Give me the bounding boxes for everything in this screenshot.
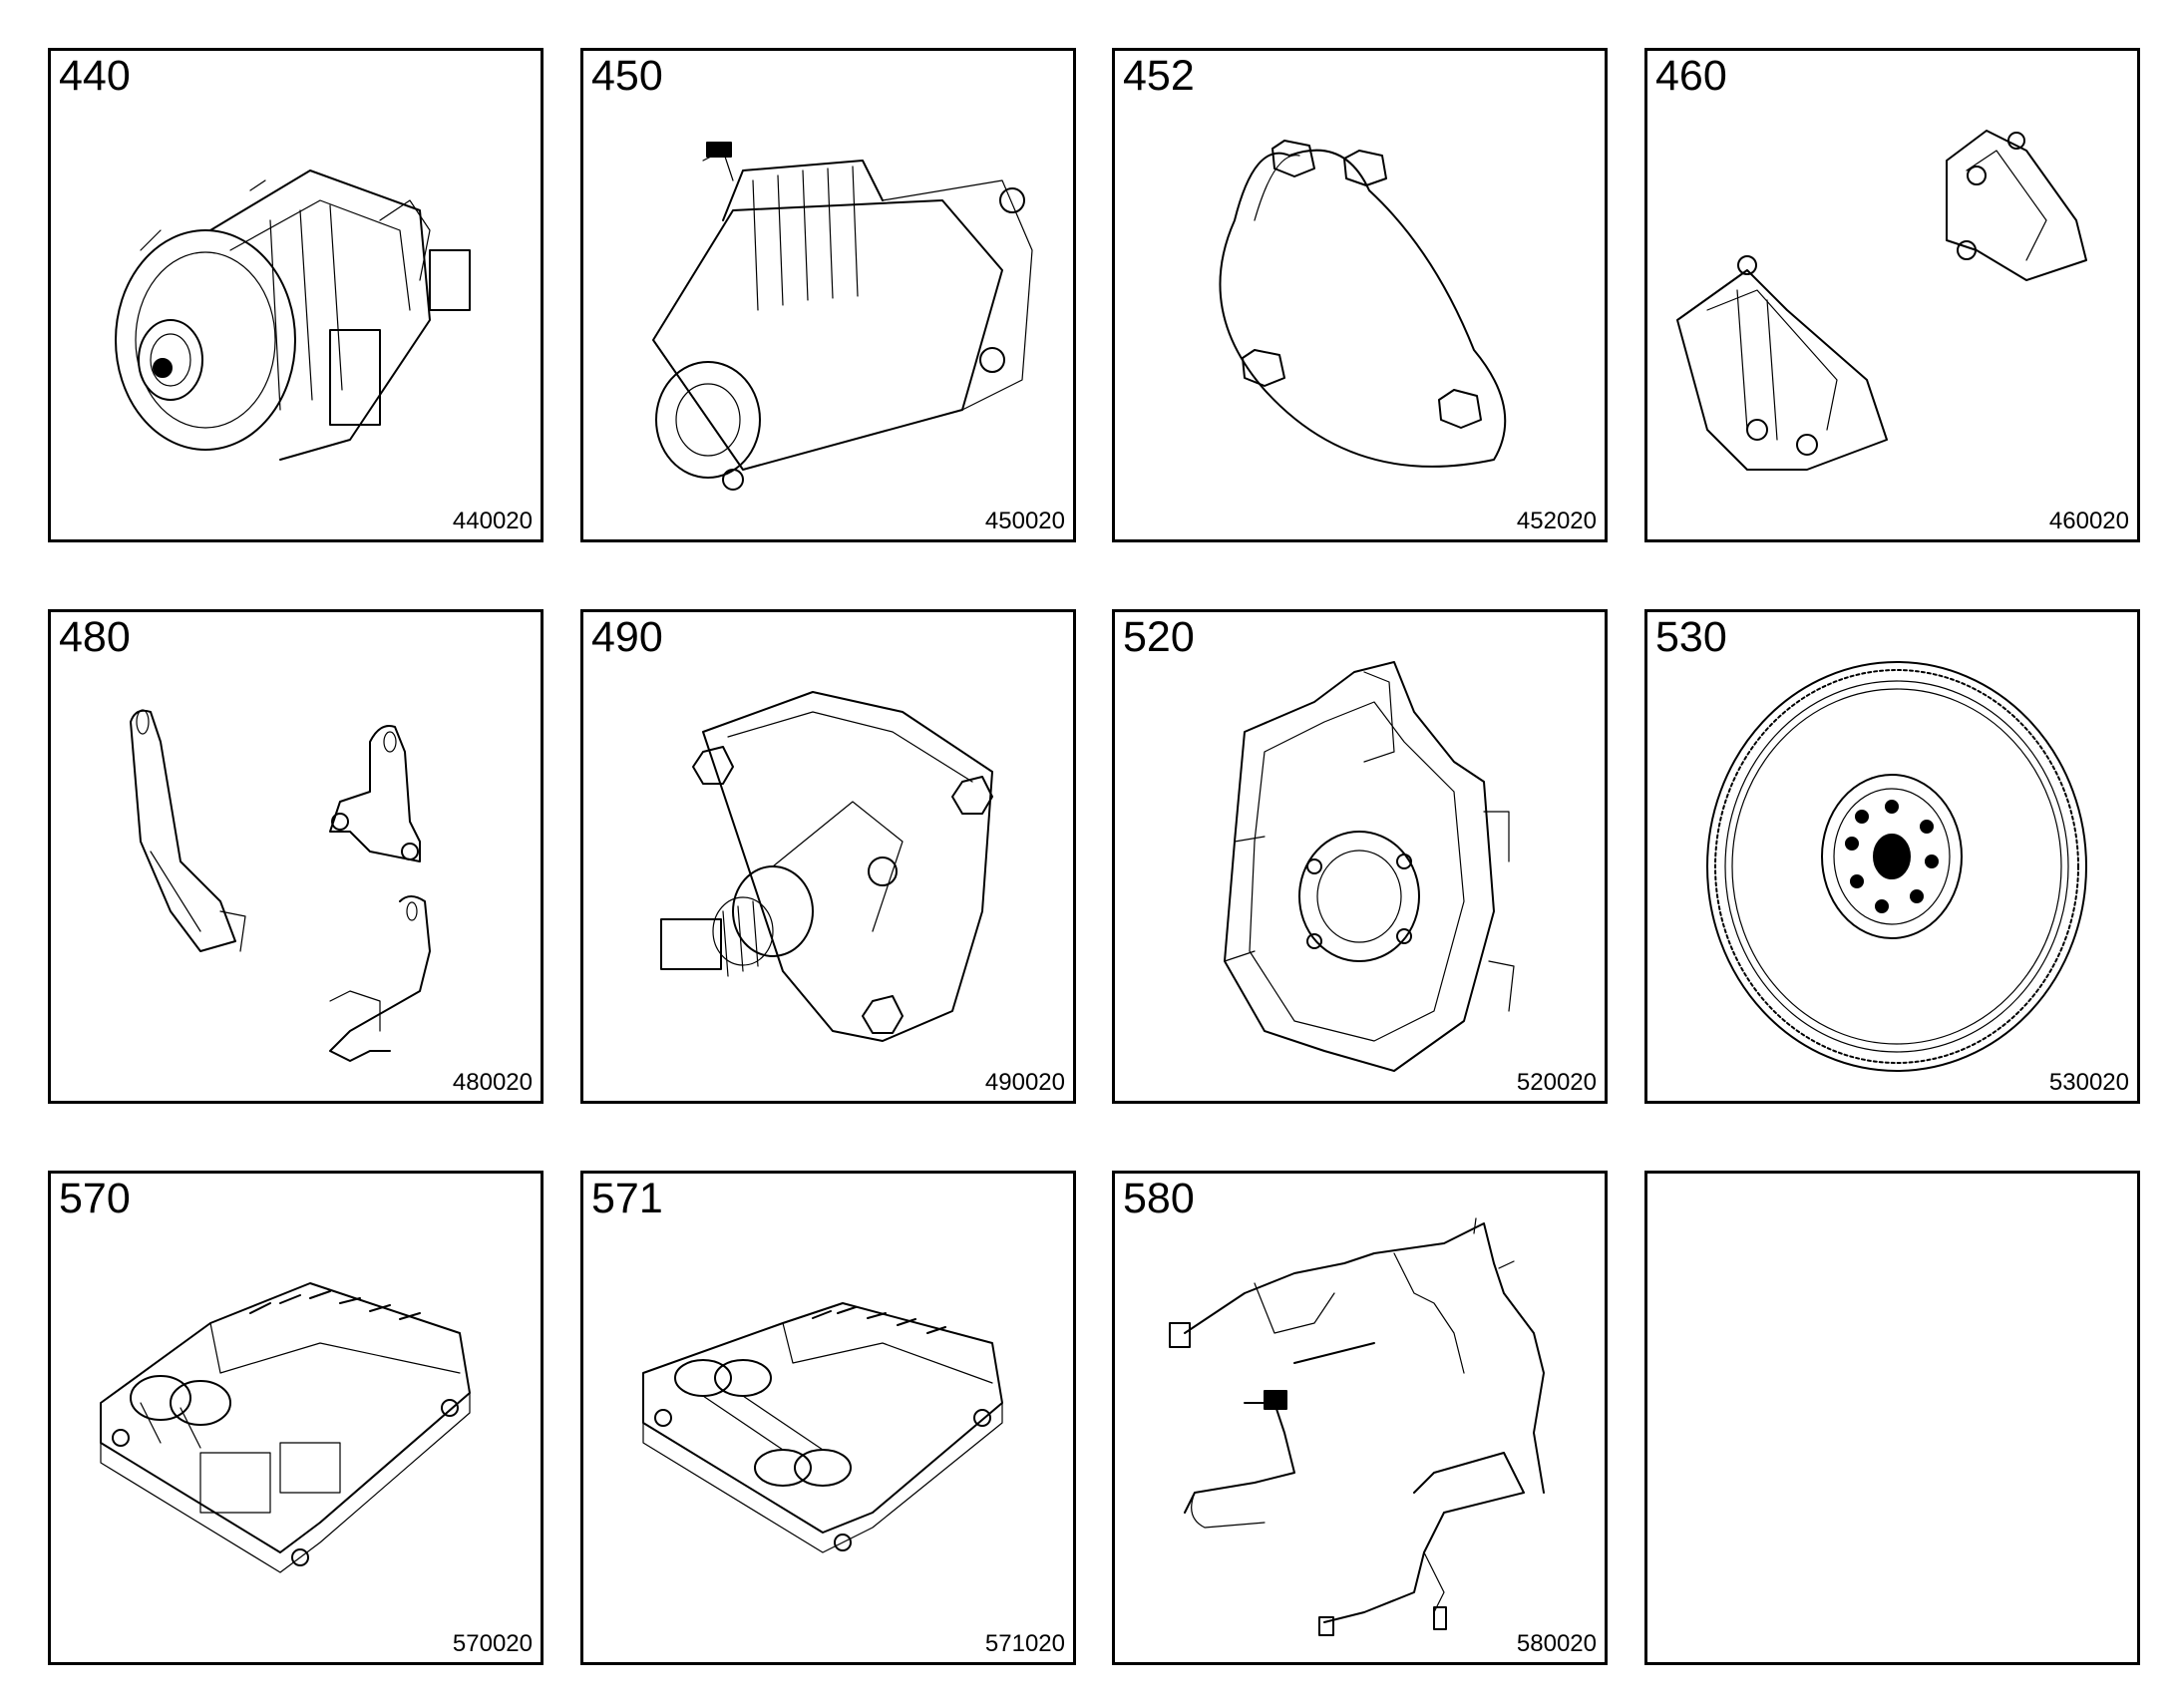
cover-plate-icon xyxy=(1219,140,1507,468)
part-code: 580020 xyxy=(1516,1630,1597,1657)
engine-mount-bracket-icon xyxy=(1676,130,2087,471)
group-number: 452 xyxy=(1123,52,1195,100)
flywheel-housing-icon xyxy=(1224,661,1515,1072)
tile-520[interactable]: 520 520020 xyxy=(1112,609,1608,1104)
tile-530[interactable]: 530 530020 xyxy=(1644,609,2140,1104)
pto-drive-icon xyxy=(660,691,993,1042)
group-number: 520 xyxy=(1123,613,1195,661)
starter-motor-icon xyxy=(652,142,1033,491)
group-number: 571 xyxy=(591,1175,663,1222)
tile-490[interactable]: 490 490020 xyxy=(580,609,1076,1104)
part-code: 570020 xyxy=(452,1630,533,1657)
tile-452[interactable]: 452 452020 xyxy=(1112,48,1608,542)
tile-460[interactable]: 460 460020 xyxy=(1644,48,2140,542)
tile-480[interactable]: 480 480020 xyxy=(48,609,544,1104)
wiring-harness-icon xyxy=(1169,1217,1545,1636)
part-code: 571020 xyxy=(984,1630,1065,1657)
ecm-module-icon xyxy=(100,1282,471,1573)
group-number: 530 xyxy=(1655,613,1727,661)
tile-empty xyxy=(1644,1171,2140,1665)
tile-450[interactable]: 450 450020 xyxy=(580,48,1076,542)
part-code: 450020 xyxy=(984,508,1065,534)
group-number: 450 xyxy=(591,52,663,100)
ecm-module-icon xyxy=(642,1302,1003,1553)
tile-571[interactable]: 571 571020 xyxy=(580,1171,1076,1665)
group-number: 570 xyxy=(59,1175,131,1222)
part-code: 530020 xyxy=(2048,1069,2129,1096)
tile-570[interactable]: 570 570020 xyxy=(48,1171,544,1665)
tile-580[interactable]: 580 580020 xyxy=(1112,1171,1608,1665)
group-number: 480 xyxy=(59,613,131,661)
alternator-icon xyxy=(115,170,471,461)
group-number: 460 xyxy=(1655,52,1727,100)
part-code: 480020 xyxy=(452,1069,533,1096)
group-number: 490 xyxy=(591,613,663,661)
group-number: 440 xyxy=(59,52,131,100)
lifting-bracket-icon xyxy=(130,709,431,1062)
part-code: 490020 xyxy=(984,1069,1065,1096)
tile-440[interactable]: 440 440020 xyxy=(48,48,544,542)
group-number: 580 xyxy=(1123,1175,1195,1222)
part-code: 460020 xyxy=(2048,508,2129,534)
flywheel-icon xyxy=(1706,661,2087,1072)
part-code: 520020 xyxy=(1516,1069,1597,1096)
part-code: 440020 xyxy=(452,508,533,534)
part-code: 452020 xyxy=(1516,508,1597,534)
